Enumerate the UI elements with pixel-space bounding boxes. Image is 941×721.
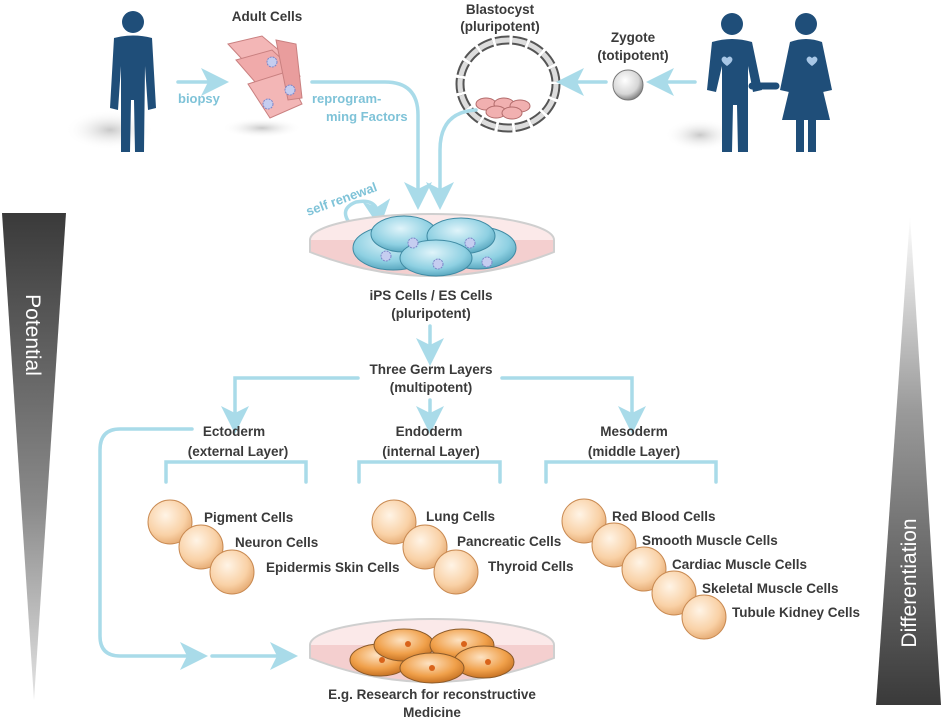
ectoderm-label-2: (external Layer) [188,444,289,459]
cell-icon [433,549,479,595]
ectoderm-label-1: Ectoderm [203,424,265,439]
reprogramming-label-1: reprogram- [312,91,381,106]
cell-icon [591,522,637,568]
blastocyst-arrow [426,108,478,210]
cell-icon [178,524,224,570]
cell-icon [561,498,607,544]
zygote-label-1: Zygote [611,30,656,45]
couple-icon [665,13,832,152]
germ-to-ectoderm-arrow [221,376,360,434]
medicine-label-2: Medicine [403,705,461,720]
adult-cells-label: Adult Cells [232,9,303,24]
cell-label: Neuron Cells [235,535,318,550]
cell-label: Thyroid Cells [488,559,574,574]
cell-label: Tubule Kidney Cells [732,605,860,620]
adult-cells-icon [222,35,303,138]
blastocyst-icon [455,35,561,133]
blastocyst-label-2: (pluripotent) [460,19,539,34]
ips-label-2: (pluripotent) [391,306,470,321]
cell-icon [371,499,417,545]
potential-label: Potential [21,294,44,376]
germ-to-mesoderm-arrow [500,376,646,434]
medicine-dish [309,618,555,684]
ips-dish [309,213,555,277]
cell-icon [147,499,193,545]
germ-label-2: (multipotent) [390,380,472,395]
ectoderm-to-medicine-arrow [98,427,208,670]
cell-label: Smooth Muscle Cells [642,533,778,548]
cell-icon [209,549,255,595]
differentiation-triangle: Differentiation [876,215,941,705]
endoderm-label-1: Endoderm [396,424,463,439]
zygote-label-2: (totipotent) [597,48,668,63]
person-icon [65,11,156,152]
reprogramming-arrow [310,80,432,210]
reprogramming-label-2: ming Factors [326,109,408,124]
cell-label: Epidermis Skin Cells [266,560,400,575]
self-renewal-label: self renewal [304,179,379,219]
cell-icon [621,546,667,592]
ectoderm-bracket [164,460,308,484]
cell-icon [651,570,697,616]
endoderm-bracket [357,460,502,484]
zygote-icon [612,69,644,101]
cell-label: Red Blood Cells [612,509,716,524]
mesoderm-label-1: Mesoderm [600,424,668,439]
medicine-label-1: E.g. Research for reconstructive [328,687,536,702]
endoderm-label-2: (internal Layer) [382,444,480,459]
differentiation-label: Differentiation [898,518,921,647]
cell-label: Pigment Cells [204,510,293,525]
germ-label-1: Three Germ Layers [369,362,492,377]
cell-label: Pancreatic Cells [457,534,561,549]
self-renewal-arrow [343,198,391,230]
cell-label: Skeletal Muscle Cells [702,581,839,596]
biopsy-label: biopsy [178,91,221,106]
potential-triangle: Potential [2,213,66,700]
mesoderm-bracket [544,460,718,484]
blastocyst-label-1: Blastocyst [466,2,535,17]
cell-icon [402,524,448,570]
cell-label: Lung Cells [426,509,495,524]
mesoderm-label-2: (middle Layer) [588,444,680,459]
cell-label: Cardiac Muscle Cells [672,557,807,572]
ips-label-1: iPS Cells / ES Cells [369,288,492,303]
cell-icon [681,594,727,640]
